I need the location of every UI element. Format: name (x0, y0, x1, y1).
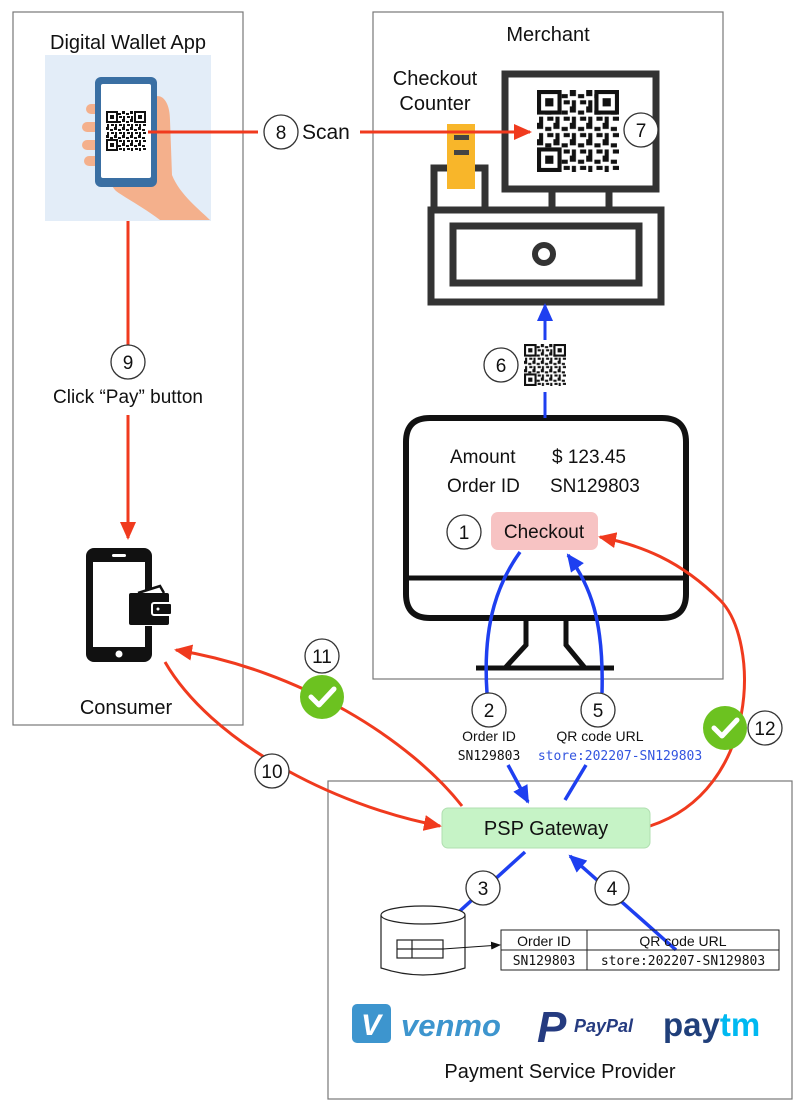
step-number: 3 (478, 879, 489, 900)
merchant-section (372, 11, 724, 680)
step-3-badge: 3 (465, 870, 501, 906)
step-1-badge: 1 (446, 514, 482, 550)
venmo-mark: V (361, 1009, 384, 1042)
step2-arrow-lower (506, 764, 530, 804)
counter-label-line1: Checkout (393, 68, 478, 90)
step-number: 7 (636, 121, 647, 142)
amount-value: $ 123.45 (552, 447, 626, 468)
step-10-badge: 10 (254, 753, 290, 789)
checkout-button-label: Checkout (504, 522, 585, 543)
step-number: 10 (261, 762, 282, 783)
paytm-wordmark-tm: tm (720, 1006, 760, 1043)
hand-phone-qr-icon (45, 55, 211, 221)
scan-label: Scan (302, 121, 350, 144)
step-4-badge: 4 (594, 870, 630, 906)
database-icon (380, 905, 466, 976)
step-number: 8 (276, 123, 287, 144)
amount-label: Amount (450, 447, 516, 468)
step2-title: Order ID (462, 728, 516, 744)
step-number: 9 (123, 353, 134, 374)
venmo-logo: V venmo (352, 1004, 501, 1043)
paypal-wordmark: PayPal (574, 1016, 634, 1036)
step5-arrow-lower (563, 764, 588, 801)
step-number: 4 (607, 879, 618, 900)
psp-gateway-box[interactable]: PSP Gateway (441, 807, 651, 849)
step-number: 1 (459, 523, 470, 544)
step5-arrow-upper (566, 553, 604, 694)
svg-text:paytm: paytm (663, 1006, 760, 1043)
step-11-badge: 11 (304, 638, 340, 674)
consumer-label: Consumer (80, 697, 173, 719)
order-id-value: SN129803 (550, 476, 640, 497)
step2-value: SN129803 (458, 749, 521, 764)
psp-gateway-label: PSP Gateway (484, 818, 608, 840)
step-number: 6 (496, 356, 507, 377)
order-id-label: Order ID (447, 476, 520, 497)
psp-section (327, 780, 793, 1100)
paypal-mark: P (537, 1003, 567, 1052)
consumer-phone-wallet-icon (86, 548, 173, 662)
step-number: 2 (484, 701, 495, 722)
merchant-monitor-icon (403, 415, 689, 671)
paytm-wordmark-pay: pay (663, 1006, 721, 1043)
step4-arrow (568, 854, 678, 952)
psp-title: Payment Service Provider (444, 1061, 676, 1083)
step11-arrow (174, 644, 464, 807)
step-9-badge: 9 (110, 344, 146, 380)
step-6-badge: 6 (483, 347, 519, 383)
venmo-wordmark: venmo (401, 1008, 501, 1043)
merchant-qr-code (537, 90, 619, 172)
wallet-title: Digital Wallet App (50, 32, 206, 54)
counter-label-line2: Counter (399, 93, 470, 115)
table-cell-qr-url: store:202207-SN129803 (601, 954, 765, 969)
step11-success-check-icon (300, 675, 344, 719)
qr-mapping-table (500, 929, 780, 971)
step-number: 5 (593, 701, 604, 722)
step-7-badge: 7 (623, 112, 659, 148)
step-8-badge: 8 (263, 114, 299, 150)
db-to-table-connector (442, 941, 501, 950)
step5-value: store:202207-SN129803 (538, 749, 702, 764)
receipt-printer-icon (447, 124, 475, 189)
table-header-order-id: Order ID (517, 933, 571, 949)
step-5-badge: 5 (580, 692, 616, 728)
merchant-title: Merchant (506, 24, 590, 46)
step-12-badge: 12 (747, 710, 783, 746)
step-number: 11 (312, 647, 332, 668)
paypal-logo: P PayPal (537, 1003, 634, 1052)
step2-arrow-upper (484, 550, 522, 694)
table-cell-order-id: SN129803 (513, 954, 576, 969)
paytm-logo: paytm (663, 1006, 760, 1043)
checkout-button[interactable]: Checkout (491, 512, 598, 550)
table-header-qr-url: QR code URL (639, 933, 726, 949)
step-2-badge: 2 (471, 692, 507, 728)
step5-title: QR code URL (556, 728, 643, 744)
step9-label: Click “Pay” button (53, 387, 203, 408)
step6-qr-code (524, 344, 566, 386)
step12-arrow (598, 532, 746, 828)
step12-success-check-icon (703, 706, 747, 750)
digital-wallet-section (12, 11, 244, 726)
step-number: 12 (754, 719, 775, 740)
